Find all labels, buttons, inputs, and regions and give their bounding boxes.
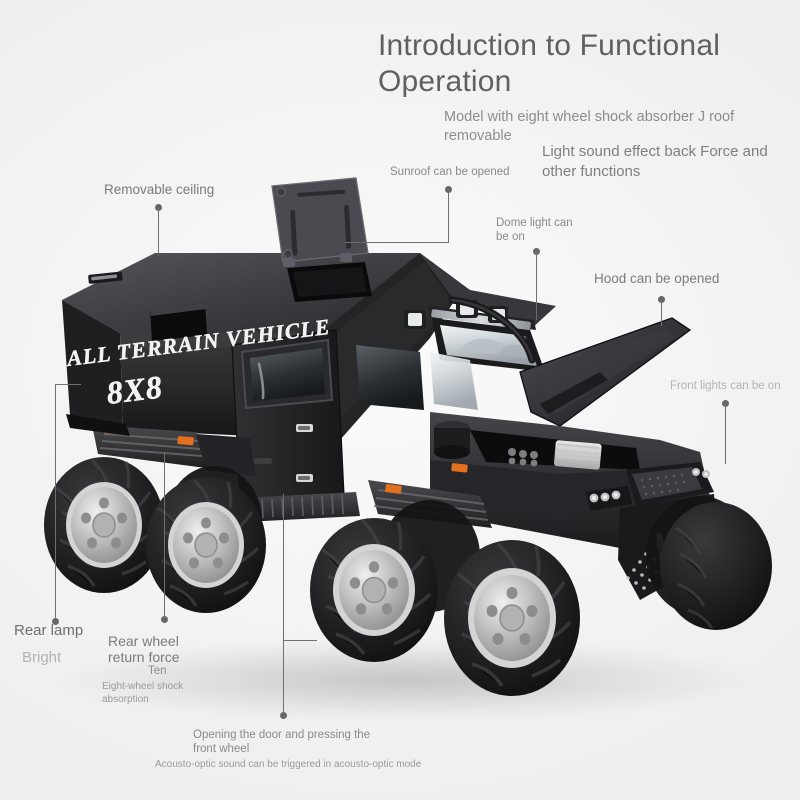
marker-hood [658,296,665,303]
subtitle-primary: Model with eight wheel shock absorber J … [444,109,735,144]
leader-sunroof-vertical [448,190,449,242]
page-title: Introduction to Functional Operation [378,29,721,98]
leader-hood [661,300,662,326]
marker-door-press [280,712,287,719]
wheel-front-1 [310,518,438,662]
callout-door-press-note: Acousto-optic sound can be triggered in … [155,759,422,770]
subtitle-secondary: Light sound effect back Force and other … [542,143,768,180]
sunroof-hatch-open [271,177,372,302]
leader-removable-ceiling [158,208,159,256]
cab-roof [420,253,556,330]
leader-door-press-tick [283,640,317,641]
door-open [231,329,345,501]
callout-door-press: Opening the door and pressing the front … [193,729,371,755]
wheel-rear-2 [146,477,266,613]
vehicle-rear-panel [62,300,123,430]
leader-rear-lamp [55,384,56,622]
front-headlights [589,490,621,503]
lug-holes [81,497,127,549]
callout-rear-lamp-sub: Bright [22,649,62,666]
callout-rear-wheel-note: Eight-wheel shock absorption [102,681,184,705]
marker-removable-ceiling [155,204,162,211]
wheel-rear-1 [44,457,164,593]
marker-sunroof [445,186,452,193]
leader-door-press [283,494,284,714]
cab-side-glass [356,345,424,410]
callout-hood: Hood can be opened [594,271,720,286]
marker-rear-lamp [52,618,59,625]
rear-bumper [66,414,130,436]
leader-dome-light [536,252,537,320]
marker-front-lights [722,400,729,407]
callout-front-lights: Front lights can be on [670,380,781,392]
marker-light-front [385,484,402,494]
leader-rear-lamp-tick [55,384,81,385]
ground-shadow [60,640,750,720]
callout-rear-lamp: Rear lamp [14,622,84,639]
front-grille-assembly [586,462,714,511]
wheel-front-2 [444,540,580,696]
callout-rear-wheel-sub: Ten [148,665,167,677]
marker-rear-wheel [161,616,168,623]
svg-text:8X8: 8X8 [104,368,164,411]
marker-light-mid [177,436,194,446]
callout-sunroof: Sunroof can be opened [390,166,510,178]
engine-detail [508,448,538,467]
leader-rear-wheel [164,452,165,620]
leader-sunroof-horizontal [345,242,449,243]
callout-rear-wheel: Rear wheel return force [108,633,180,665]
door-glass [250,348,325,401]
callout-dome-light: Dome light can be on [496,217,573,243]
callout-removable-ceiling: Removable ceiling [104,182,215,197]
marker-light-fender [451,463,468,473]
door-sill-step [240,492,360,522]
cab-front-side-glass [430,352,478,410]
corner-lights [692,468,710,478]
marker-dome-light [533,248,540,255]
hood-open [519,317,692,427]
wheel-far-front [660,502,772,630]
leader-front-lights [725,404,726,464]
